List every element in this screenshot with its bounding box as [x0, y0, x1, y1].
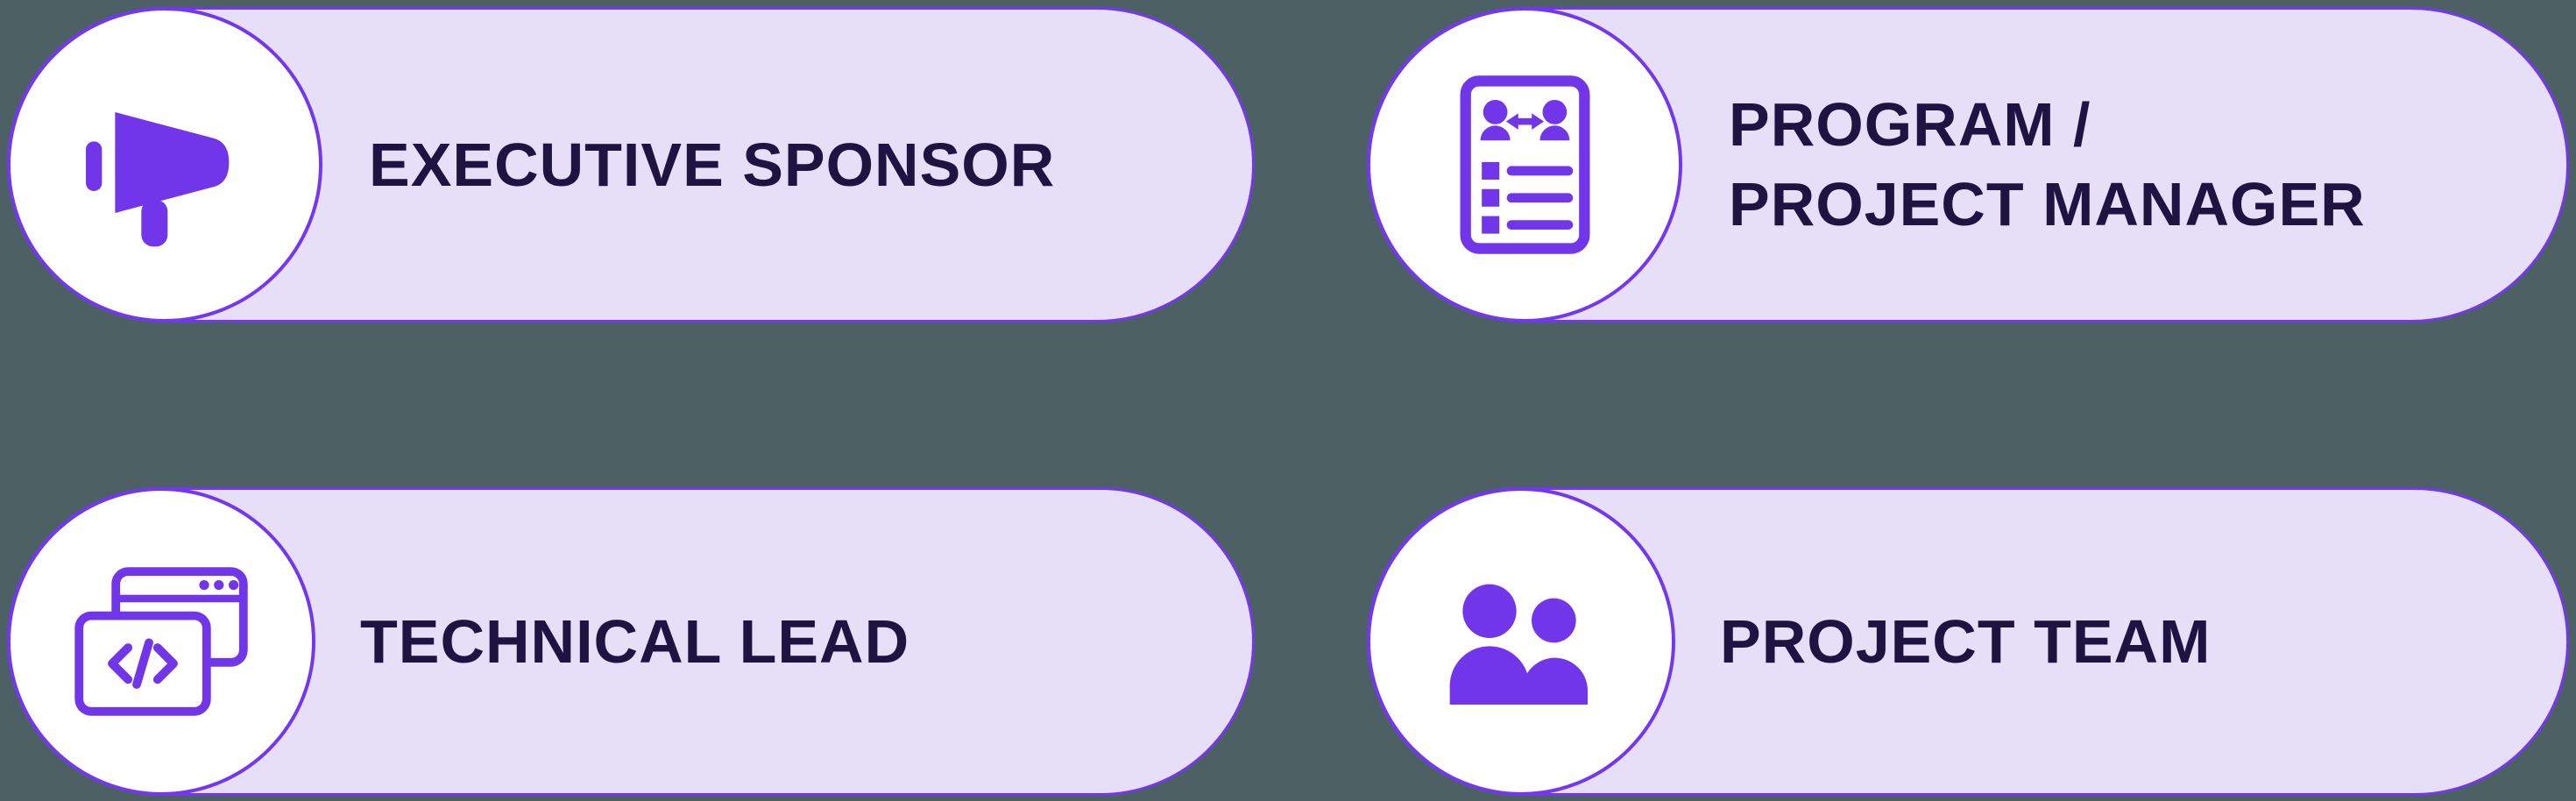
- executive-sponsor-icon-circle: [7, 7, 322, 323]
- card-project-team: PROJECT TEAM: [1367, 487, 2569, 796]
- code-windows-icon: [74, 567, 248, 716]
- card-label-project-team: PROJECT TEAM: [1720, 606, 2212, 676]
- project-team-icon-circle: [1367, 487, 1675, 796]
- card-label-executive-sponsor: EXECUTIVE SPONSOR: [369, 130, 1056, 199]
- team-icon: [1449, 584, 1588, 705]
- technical-lead-icon-circle: [7, 487, 315, 796]
- stakeholders-checklist-icon: [1460, 75, 1589, 254]
- program-project-manager-icon-circle: [1367, 7, 1682, 323]
- card-executive-sponsor: EXECUTIVE SPONSOR: [7, 7, 1255, 323]
- card-technical-lead: TECHNICAL LEAD: [7, 487, 1255, 796]
- card-program-project-manager: PROGRAM / PROJECT MANAGER: [1367, 7, 2569, 323]
- card-label-technical-lead: TECHNICAL LEAD: [360, 606, 910, 676]
- card-label-program-project-manager: PROGRAM / PROJECT MANAGER: [1729, 90, 2366, 238]
- megaphone-icon: [86, 112, 230, 247]
